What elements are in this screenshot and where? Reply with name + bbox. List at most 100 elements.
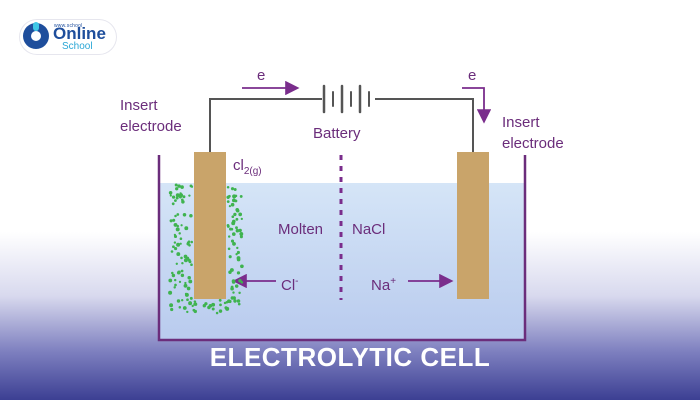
gas-bubble	[188, 194, 191, 197]
gas-bubble	[233, 188, 237, 191]
gas-bubble	[231, 279, 236, 283]
gas-bubble	[181, 261, 184, 265]
gas-bubble	[175, 227, 180, 232]
gas-bubble	[234, 199, 238, 203]
gas-bubble	[237, 302, 241, 306]
gas-bubble	[179, 237, 183, 240]
insert-electrode-left-line1: Insert	[120, 97, 158, 114]
wire-left	[209, 98, 322, 155]
gas-bubble	[168, 278, 173, 283]
gas-bubble	[173, 222, 178, 227]
gas-bubble	[235, 207, 240, 212]
gas-bubble	[179, 192, 182, 195]
electron-label-right: e	[468, 67, 477, 84]
gas-bubble	[227, 247, 231, 251]
gas-bubble	[190, 185, 194, 188]
gas-bubble	[225, 306, 230, 311]
gas-bubble	[181, 200, 185, 204]
logo-name: Online	[53, 24, 106, 43]
gas-bubble	[183, 283, 188, 288]
gas-bubble	[175, 262, 178, 265]
container	[157, 155, 527, 342]
gas-bubble	[192, 308, 196, 312]
gas-bubble	[180, 256, 183, 260]
left-electrode	[194, 152, 226, 299]
gas-bubble	[228, 255, 232, 259]
gas-bubble	[235, 253, 238, 256]
gas-bubble	[168, 191, 173, 195]
gas-bubble	[189, 213, 193, 218]
chlorine-gas-label: cl2(g)	[233, 157, 262, 177]
logo-mark-icon	[23, 22, 49, 49]
gas-bubble	[174, 214, 177, 218]
gas-bubble	[176, 213, 180, 216]
molten-label: Molten	[278, 221, 324, 238]
gas-bubble	[226, 186, 230, 189]
gas-bubble	[226, 200, 230, 203]
battery-icon	[322, 84, 370, 114]
sodium-ion-label: Na+	[371, 276, 397, 294]
gas-bubble	[232, 242, 236, 246]
gas-bubble	[173, 233, 177, 237]
gas-bubble	[230, 296, 234, 300]
gas-bubble	[190, 240, 194, 244]
gas-bubble	[170, 307, 174, 312]
gas-bubble	[236, 250, 240, 255]
gas-bubble	[231, 215, 235, 219]
gas-bubble	[230, 227, 234, 231]
insert-electrode-left-line2: electrode	[120, 118, 182, 135]
gas-bubble	[177, 184, 181, 188]
gas-bubble	[236, 257, 241, 262]
gas-bubble	[178, 306, 182, 309]
gas-bubble	[218, 309, 223, 313]
gas-bubble	[170, 250, 174, 253]
gas-bubble	[184, 281, 187, 285]
gas-bubble	[239, 213, 242, 216]
electron-arrow-right	[462, 87, 492, 124]
gas-bubble	[230, 286, 234, 291]
gas-bubble	[176, 271, 181, 275]
gas-bubble	[186, 310, 189, 314]
logo-tagline: www.school	[54, 23, 83, 29]
gas-bubble	[187, 240, 191, 243]
gas-bubble	[178, 232, 181, 235]
gas-bubble	[226, 195, 230, 199]
gas-bubble	[233, 212, 237, 217]
gas-bubble	[182, 213, 187, 217]
gas-bubble	[236, 299, 241, 303]
gas-bubble	[238, 228, 242, 233]
gas-bubble	[219, 303, 222, 307]
gas-bubble	[189, 296, 193, 300]
wire-right	[375, 98, 474, 155]
gas-bubble	[174, 247, 178, 251]
drop-icon	[33, 22, 39, 31]
gas-bubble	[186, 242, 190, 246]
gas-bubble	[186, 286, 191, 291]
gas-bubble	[174, 283, 177, 287]
gas-bubble	[238, 291, 241, 295]
gas-bubble	[171, 273, 176, 278]
gas-bubble	[228, 235, 231, 238]
gas-bubble	[230, 239, 235, 243]
gas-bubble	[236, 271, 241, 275]
nacl-label: NaCl	[352, 221, 386, 238]
gas-bubble	[240, 281, 244, 284]
gas-bubble	[176, 252, 181, 257]
gas-bubble	[169, 219, 173, 223]
gas-bubble	[169, 303, 174, 308]
gas-bubble	[174, 199, 177, 202]
gas-bubble	[211, 307, 215, 311]
gas-bubble	[235, 228, 240, 233]
gas-bubble	[182, 306, 187, 310]
gas-bubble	[169, 194, 172, 197]
gas-bubble	[235, 226, 238, 230]
gas-bubble	[218, 298, 222, 302]
gas-bubble	[193, 302, 198, 306]
gas-bubble	[173, 286, 176, 289]
gas-bubble	[191, 304, 194, 308]
gas-bubble	[208, 303, 213, 308]
insert-electrode-right-line2: electrode	[502, 135, 564, 152]
gas-bubble	[168, 290, 173, 295]
gas-bubble	[226, 224, 230, 227]
